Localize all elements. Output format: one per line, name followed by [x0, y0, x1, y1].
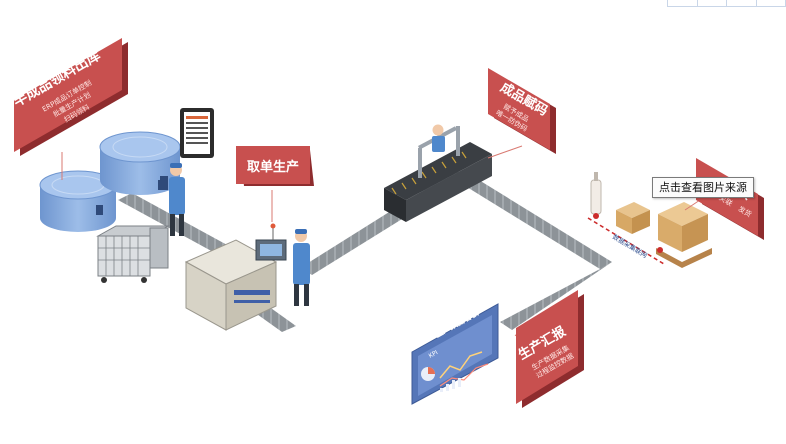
product-bottle	[590, 172, 602, 219]
card-report	[516, 290, 584, 408]
dashboard-badge: KPI	[428, 349, 440, 360]
card-coding	[488, 68, 556, 154]
card-take-order	[236, 146, 314, 186]
image-source-tooltip[interactable]: 点击查看图片来源	[652, 177, 754, 198]
cage-cart	[96, 225, 170, 283]
worker-figure-tanks	[160, 163, 185, 236]
shipping-boxes	[616, 202, 712, 268]
document-clipboard-icon	[180, 108, 214, 158]
data-dashboard	[411, 303, 499, 405]
production-machine	[184, 223, 287, 331]
conveyor-label: 数据采集联网	[611, 232, 649, 260]
take-order-title: 取单生产	[247, 159, 299, 175]
coding-machine	[384, 124, 492, 222]
card-semi-finished	[14, 38, 128, 156]
worker-figure-machine	[293, 229, 310, 306]
storage-tanks	[39, 131, 181, 232]
